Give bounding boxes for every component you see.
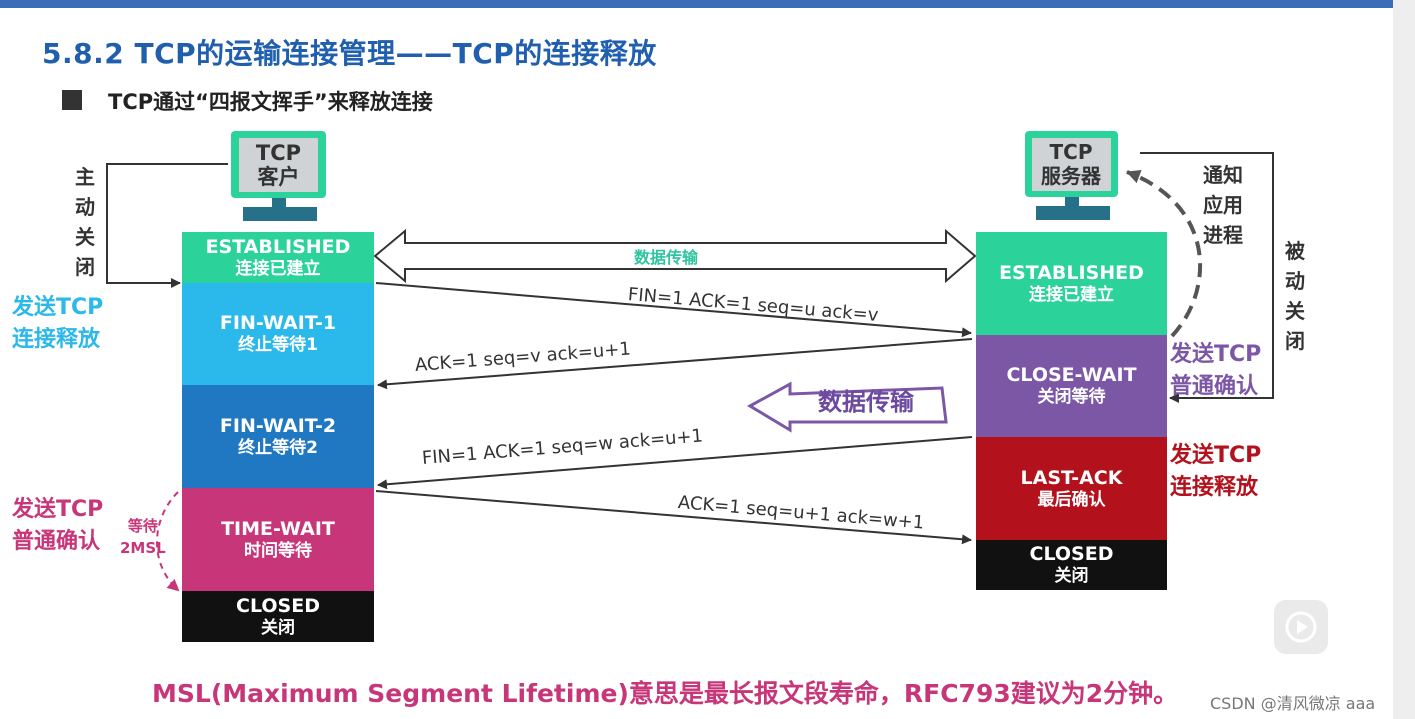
server-state-close-wait: CLOSE-WAIT 关闭等待 <box>976 335 1167 437</box>
client-state-fin-wait-1: FIN-WAIT-1 终止等待1 <box>182 283 374 385</box>
msg-fin2-arrow <box>377 436 973 490</box>
slide-subtitle: TCP通过“四报文挥手”来释放连接 <box>108 90 433 114</box>
bullet-square-icon <box>62 90 82 110</box>
client-state-time-wait: TIME-WAIT 时间等待 <box>182 488 374 591</box>
slide-title: 5.8.2 TCP的运输连接管理——TCP的连接释放 <box>42 37 657 70</box>
wait-2msl-label: 等待 2MSL <box>120 517 166 557</box>
server-send-release-label: 发送TCP 连接释放 <box>1170 443 1262 500</box>
client-send-release-label: 发送TCP 连接释放 <box>12 295 104 352</box>
msg-fin1-arrow <box>375 282 972 338</box>
msl-footnote: MSL(Maximum Segment Lifetime)意思是最长报文段寿命，… <box>152 679 1179 708</box>
client-send-ack-label: 发送TCP 普通确认 <box>12 497 104 554</box>
play-button[interactable] <box>1274 600 1328 654</box>
active-close-label: 主 动 关 闭 <box>75 165 95 279</box>
right-margin <box>1393 0 1415 719</box>
active-close-arrow <box>106 163 228 288</box>
server-monitor-icon <box>1025 131 1118 220</box>
server-send-ack-label: 发送TCP 普通确认 <box>1170 342 1262 399</box>
play-icon <box>1285 611 1317 643</box>
msg-ack1-arrow <box>377 338 973 390</box>
server-state-last-ack: LAST-ACK 最后确认 <box>976 437 1167 540</box>
csdn-watermark: CSDN @清风微凉 aaa <box>1210 694 1376 713</box>
server-label: TCP 服务器 <box>1041 140 1101 188</box>
passive-close-line <box>1140 152 1274 403</box>
client-state-closed: CLOSED 关闭 <box>182 591 374 642</box>
data-transfer-label: 数据传输 <box>634 248 699 267</box>
notify-app-label: 通知 应用 进程 <box>1203 163 1243 247</box>
video-top-bar <box>0 0 1415 8</box>
half-close-data-label: 数据传输 <box>818 388 914 416</box>
client-state-fin-wait-2: FIN-WAIT-2 终止等待2 <box>182 385 374 488</box>
half-close-data-arrow <box>746 381 948 433</box>
server-state-closed: CLOSED 关闭 <box>976 540 1167 590</box>
server-state-established: ESTABLISHED 连接已建立 <box>976 232 1167 335</box>
wait-2msl-dashed-arrow <box>156 491 180 592</box>
client-state-established: ESTABLISHED 连接已建立 <box>182 232 374 283</box>
notify-app-dashed-arrow <box>1126 170 1202 338</box>
client-label: TCP 客户 <box>255 141 302 189</box>
msg-ack2-arrow <box>375 490 972 545</box>
data-transfer-double-arrow <box>373 228 977 284</box>
passive-close-label: 被 动 关 闭 <box>1285 239 1305 353</box>
client-monitor-icon <box>231 131 326 221</box>
